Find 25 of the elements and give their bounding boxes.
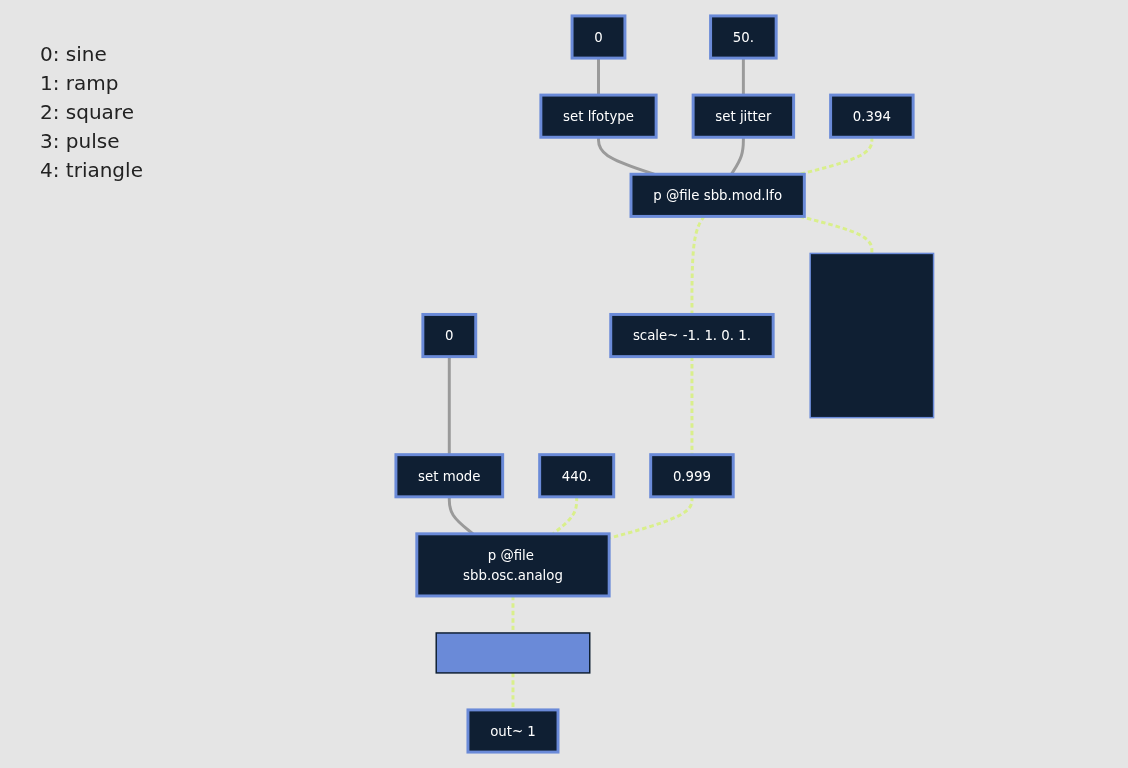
node-box: 0: [421, 312, 478, 359]
comment-text: 3: pulse: [40, 128, 120, 155]
node-box: set mode: [394, 453, 505, 499]
comment-text: 2: square: [40, 99, 134, 126]
node-box: 0.394: [829, 93, 915, 139]
node-box: p @file sbb.mod.lfo: [629, 172, 807, 218]
node-box: 440.: [538, 453, 616, 499]
connector: [742, 58, 746, 96]
node-bar: [435, 632, 591, 674]
comment-text: 1: ramp: [40, 70, 119, 97]
node-box: p @file sbb.osc.analog: [415, 532, 611, 598]
comment-text: 0: sine: [40, 41, 107, 68]
node-box: scale~ -1. 1. 0. 1.: [609, 312, 775, 359]
connector: [597, 58, 601, 96]
node-box: out~ 1: [466, 708, 560, 754]
node-box: set lfotype: [539, 93, 658, 139]
node-box: 0.999: [649, 453, 735, 499]
connector: [511, 595, 515, 633]
comment-text: 4: triangle: [40, 157, 143, 184]
node-box: set jitter: [691, 93, 796, 139]
connector: [448, 356, 452, 455]
node-box: 50.: [709, 14, 778, 60]
node-box: [809, 252, 935, 419]
node-box: 0: [570, 14, 627, 60]
connector: [511, 672, 515, 710]
